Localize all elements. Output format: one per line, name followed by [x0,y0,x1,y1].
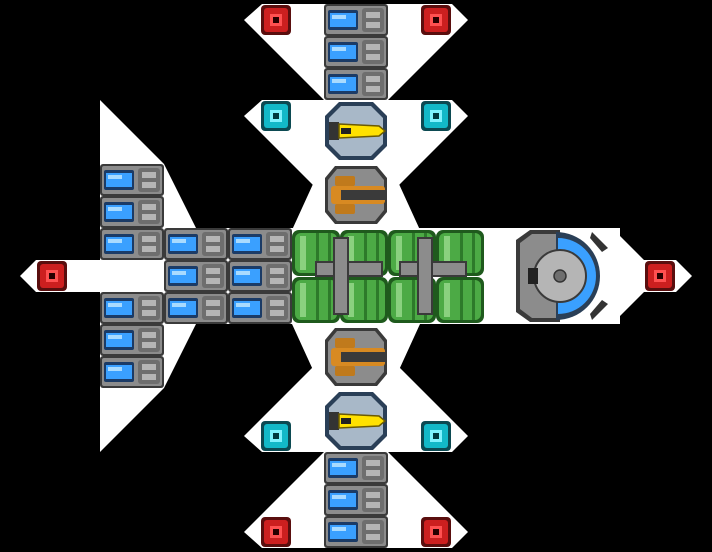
thruster-block-icon [324,36,388,68]
thruster-block-icon [100,356,164,388]
turret-icon [324,391,388,451]
reactor-node-icon [421,5,451,35]
thruster-block-icon [324,516,388,548]
thruster-block-icon [100,324,164,356]
sensor-node-icon [261,421,291,451]
cannon-icon [325,166,387,224]
thruster-block-icon [324,484,388,516]
thruster-block-icon [164,228,228,260]
thruster-block-icon [324,68,388,100]
cockpit-icon [516,230,608,322]
thruster-block-icon [228,260,292,292]
sensor-node-icon [261,101,291,131]
reactor-node-icon [645,261,675,291]
thruster-block-icon [100,292,164,324]
reactor-node-icon [261,517,291,547]
thruster-block-icon [100,196,164,228]
thruster-block-icon [228,292,292,324]
reactor-node-icon [421,517,451,547]
spine-thrusters [164,228,292,324]
sensor-node-icon [421,421,451,451]
reactor-node-icon [261,5,291,35]
turret-icon [324,101,388,161]
fuel-tank-icon [436,277,484,323]
thruster-block-icon [164,260,228,292]
thruster-block-icon [164,292,228,324]
thruster-block-icon [100,164,164,196]
thruster-block-icon [100,228,164,260]
thruster-block-icon [324,4,388,36]
thruster-block-icon [228,228,292,260]
thruster-block-icon [324,452,388,484]
cannon-icon [325,328,387,386]
reactor-node-icon [37,261,67,291]
fuel-tanks [292,230,484,323]
sensor-node-icon [421,101,451,131]
fuel-tank-icon [292,277,340,323]
